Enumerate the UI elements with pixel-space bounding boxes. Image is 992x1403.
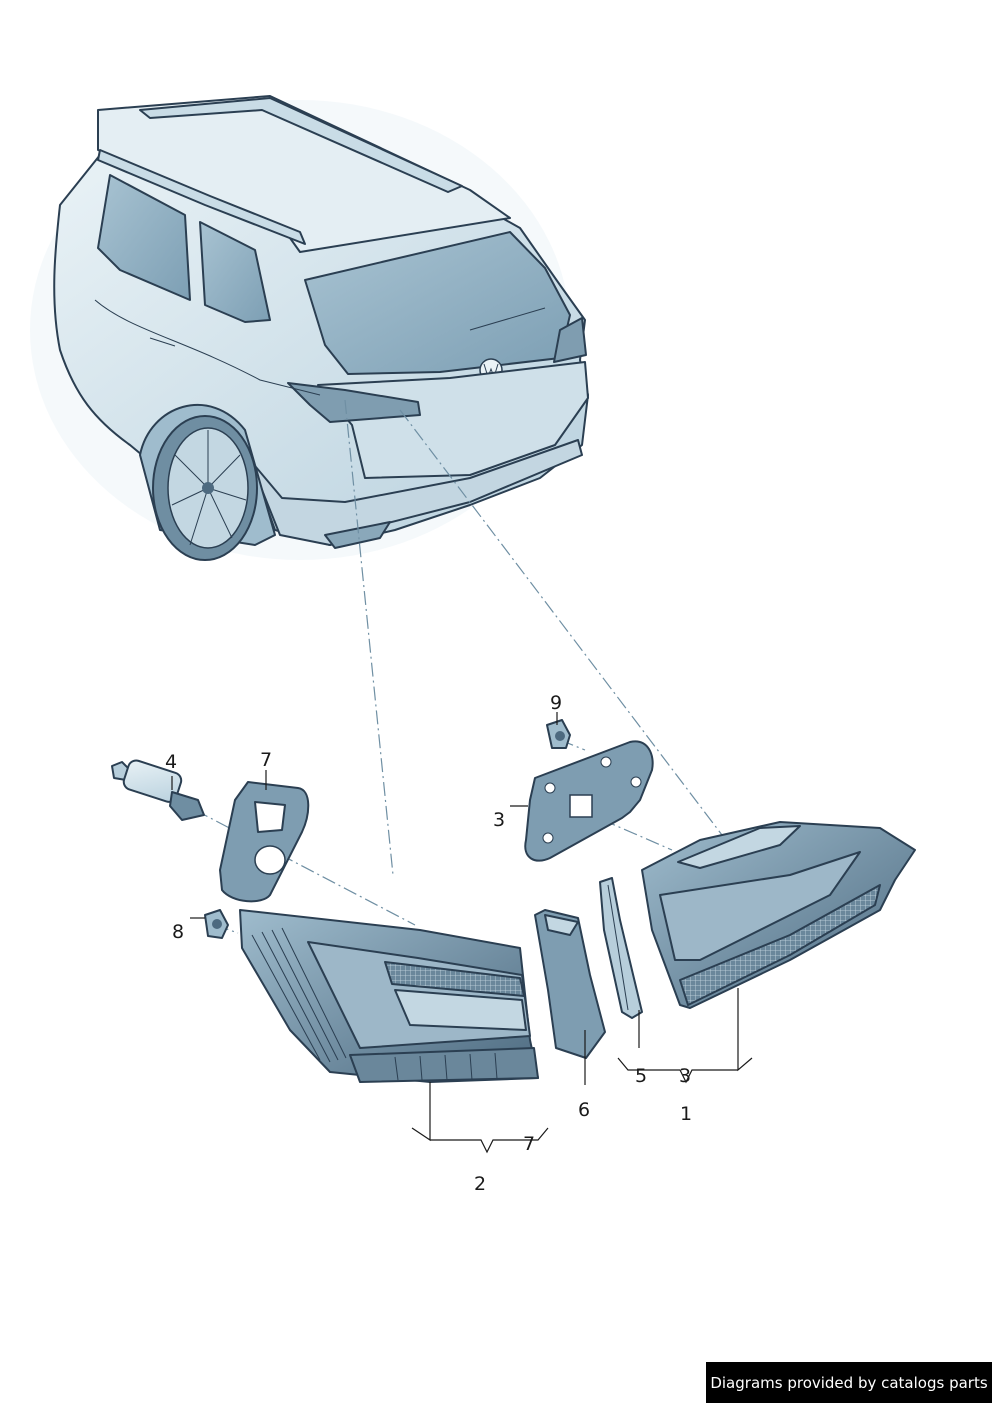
callout-9: 9: [550, 692, 562, 714]
part-6-seal-strip: [534, 909, 606, 1059]
callout-3-inner: 3: [679, 1065, 691, 1087]
part-2-outer-tail-lamp: [239, 909, 539, 1083]
part-8-clip: [204, 909, 229, 939]
callout-labels: 4 7 8 9 3 6 5 3 1 7 2: [165, 692, 692, 1195]
callout-3-outer: 3: [493, 809, 505, 831]
part-3-outer-plate: [524, 740, 654, 862]
callout-4: 4: [165, 751, 177, 773]
vehicle-illustration: [30, 95, 589, 561]
wheel-spokes: [171, 430, 247, 546]
credit-banner: Diagrams provided by catalogs parts: [706, 1362, 992, 1403]
part-9-clip: [546, 719, 571, 749]
callout-5: 5: [635, 1065, 647, 1087]
callout-2: 2: [474, 1173, 486, 1195]
lamp-ribs: [251, 927, 498, 1081]
part-4-bulb-holder: [111, 759, 205, 821]
credit-text: Diagrams provided by catalogs parts: [710, 1373, 988, 1392]
callout-1: 1: [680, 1103, 692, 1125]
callout-7-gasket: 7: [260, 749, 272, 771]
part-7-gasket: [219, 781, 310, 903]
part-5-trim-strip: [599, 877, 643, 1019]
part-1-inner-tail-lamp: [641, 821, 916, 1009]
callout-8: 8: [172, 921, 184, 943]
callout-7-group: 7: [523, 1133, 535, 1155]
callout-6: 6: [578, 1099, 590, 1121]
leader-lines: [171, 712, 753, 1154]
